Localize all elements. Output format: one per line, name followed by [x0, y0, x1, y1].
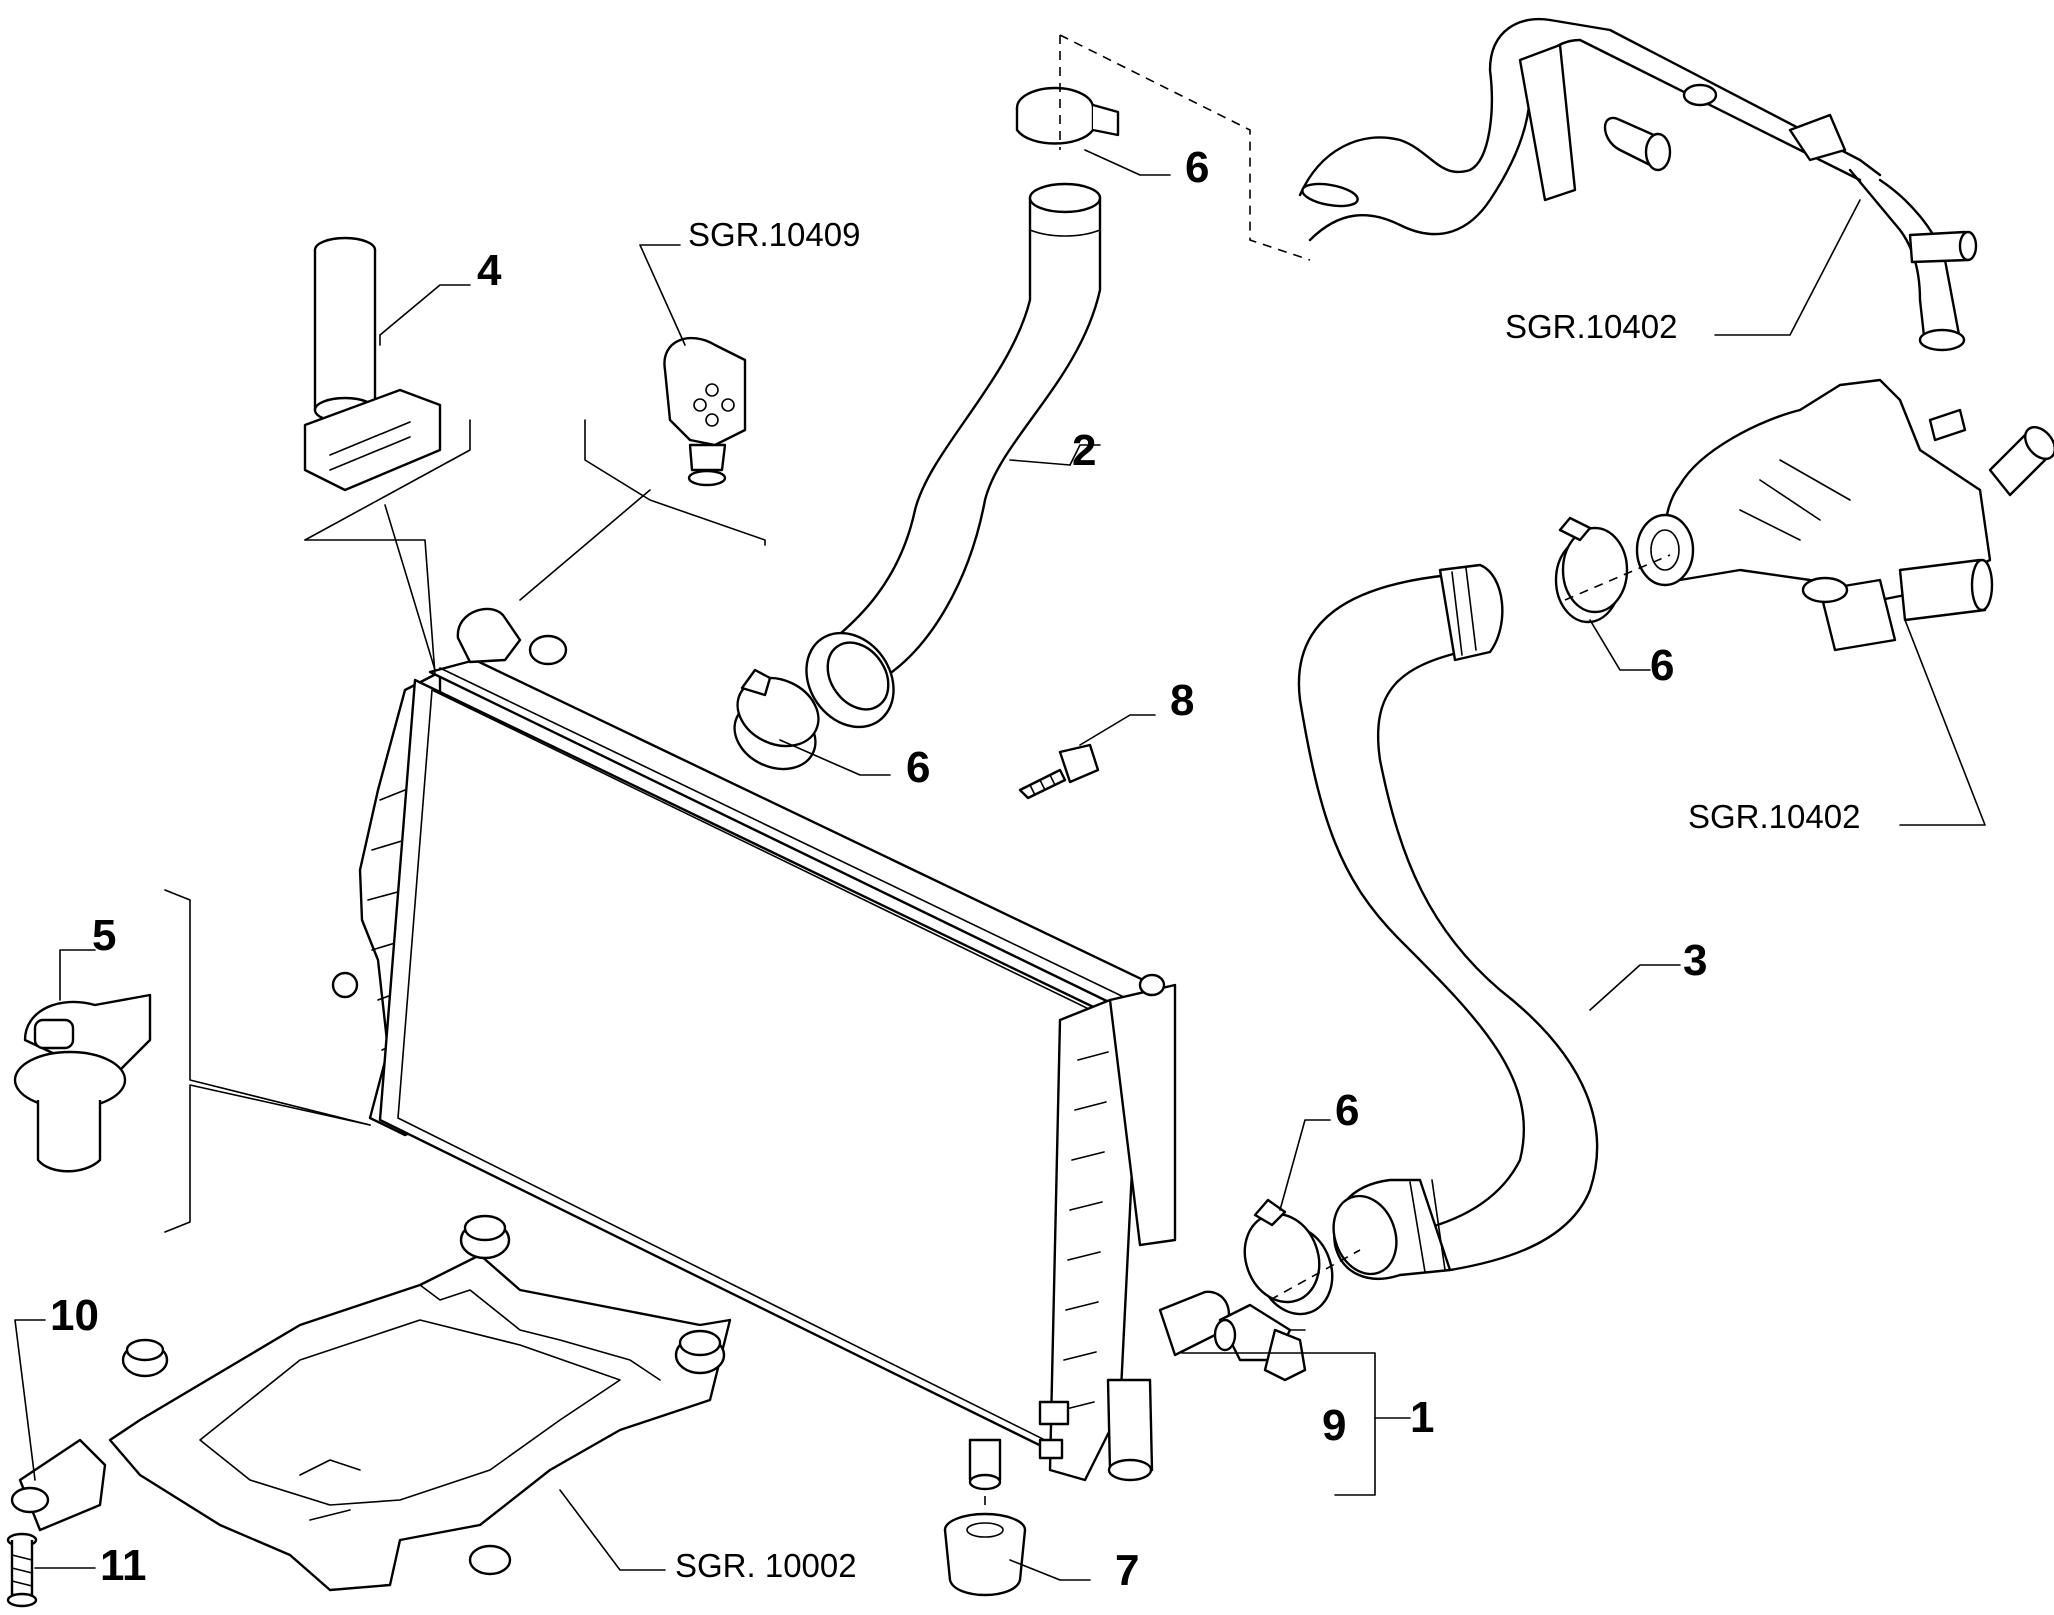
label-5: 5	[92, 911, 116, 960]
rubber-bushing	[943, 1512, 1027, 1597]
upper-hose	[805, 182, 1102, 729]
ref-sgr-10002: SGR. 10002	[675, 1547, 857, 1584]
label-6-top: 6	[1185, 143, 1209, 192]
label-6-upper-right: 6	[1650, 641, 1674, 690]
label-3: 3	[1683, 936, 1707, 985]
bracket-nut	[10, 1438, 107, 1532]
leader-lines	[14, 34, 1986, 1581]
label-9: 9	[1322, 1401, 1346, 1450]
hose-clamp-left	[733, 668, 820, 771]
hose-clamp-lower-right	[1243, 1198, 1334, 1316]
hose-clamp-top	[1015, 86, 1120, 145]
ref-sgr-10402-right: SGR.10402	[1688, 798, 1860, 835]
label-11: 11	[100, 1541, 147, 1590]
label-10: 10	[50, 1291, 99, 1340]
temperature-switch	[1213, 1303, 1307, 1382]
label-1: 1	[1410, 1393, 1434, 1442]
water-pump-housing	[1635, 378, 2054, 652]
bolt	[6, 1532, 38, 1608]
label-6-left: 6	[906, 743, 930, 792]
screw	[1018, 743, 1100, 800]
label-7: 7	[1115, 1546, 1139, 1595]
label-4: 4	[477, 246, 502, 295]
label-8: 8	[1170, 676, 1194, 725]
radiator	[331, 607, 1231, 1491]
label-2: 2	[1072, 426, 1096, 475]
ref-sgr-10409: SGR.10409	[688, 216, 860, 253]
part-labels: 1 2 3 4 5 6 6 6 6 7 8 9 10 11 SGR.10409 …	[50, 143, 1860, 1595]
label-6-lower-right: 6	[1335, 1086, 1359, 1135]
ref-sgr-10402-top: SGR.10402	[1505, 308, 1677, 345]
coolant-pipe	[1298, 17, 1978, 352]
hose-clamp-upper-right	[1554, 516, 1629, 624]
subframe	[108, 1214, 732, 1592]
mounting-pin-bracket	[303, 236, 442, 492]
valve-sensor	[13, 993, 152, 1173]
lower-hose	[1297, 563, 1599, 1280]
rubber-mount	[663, 336, 747, 487]
